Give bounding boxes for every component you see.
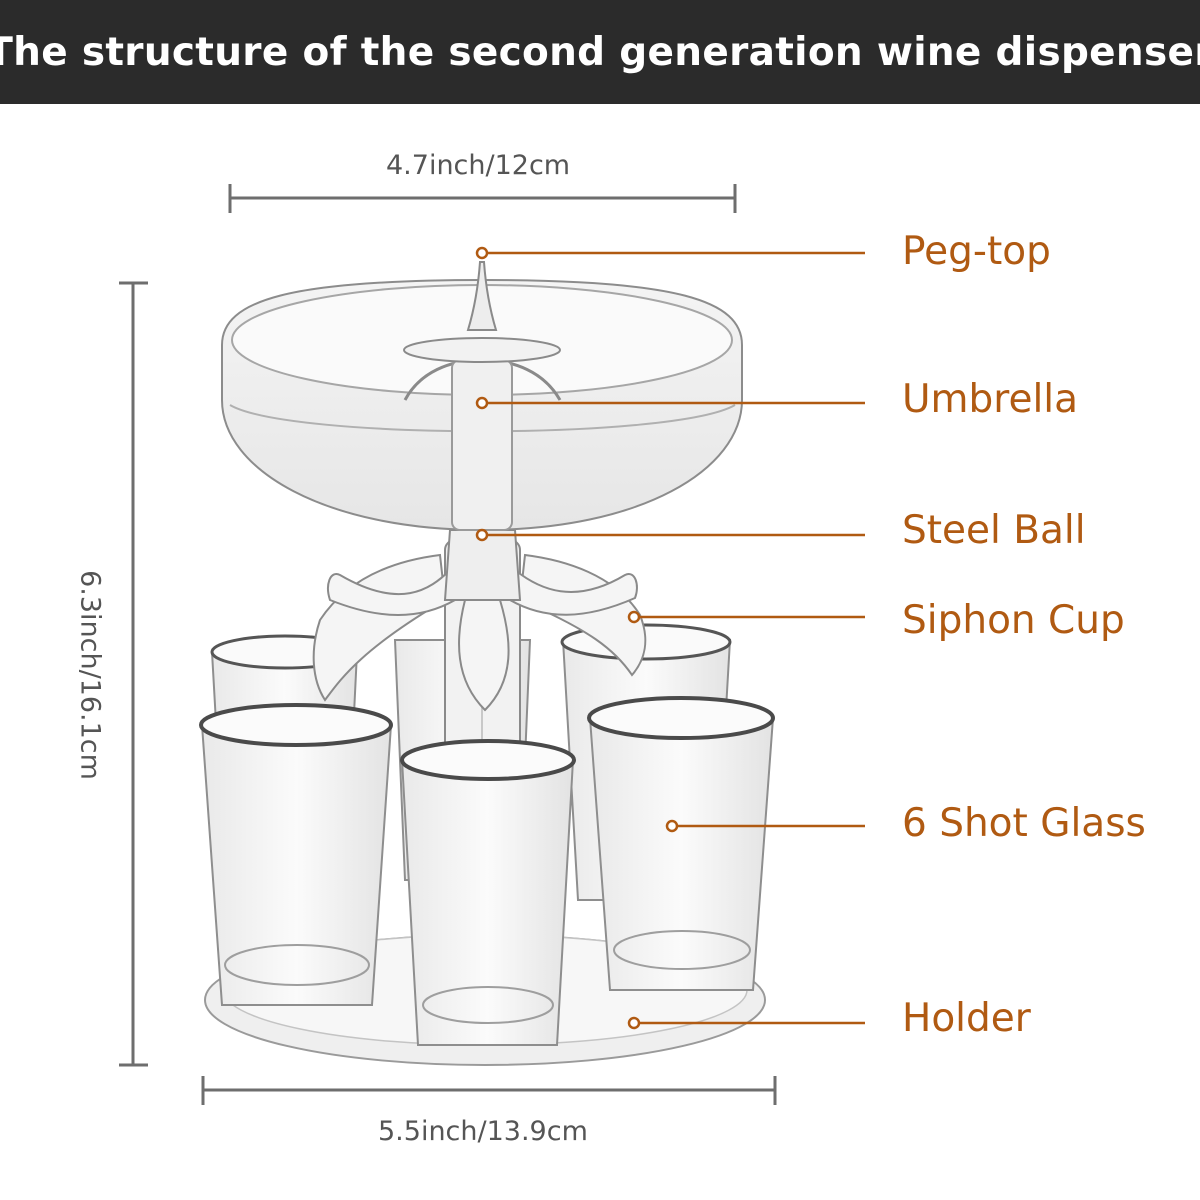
callout-siphon-cup — [627, 610, 865, 624]
top-width-dimension: 4.7inch/12cm — [386, 150, 571, 181]
label-peg-top: Peg-top — [902, 229, 1051, 274]
dimension-line-top — [228, 184, 737, 213]
bottom-width-dimension: 5.5inch/13.9cm — [378, 1116, 588, 1147]
label-holder: Holder — [902, 996, 1031, 1041]
callout-shot-glass — [665, 819, 865, 833]
label-umbrella: Umbrella — [902, 377, 1079, 422]
label-steel-ball: Steel Ball — [902, 508, 1086, 553]
page-title: The structure of the second generation w… — [0, 29, 1200, 75]
callout-peg-top — [475, 246, 865, 260]
label-siphon-cup: Siphon Cup — [902, 598, 1125, 643]
shot-glass-front-center — [400, 739, 576, 1046]
dimension-line-bottom — [201, 1076, 777, 1105]
siphon-arms — [312, 553, 647, 712]
peg-top — [403, 261, 561, 363]
callout-umbrella — [475, 396, 865, 410]
dimension-line-height — [119, 281, 148, 1067]
callout-steel-ball — [475, 528, 865, 542]
shot-glass-front-right — [587, 696, 775, 991]
label-shot-glass: 6 Shot Glass — [902, 801, 1146, 846]
shot-glass-front-left — [199, 703, 393, 1006]
callout-holder — [627, 1016, 865, 1030]
title-banner: The structure of the second generation w… — [0, 0, 1200, 104]
